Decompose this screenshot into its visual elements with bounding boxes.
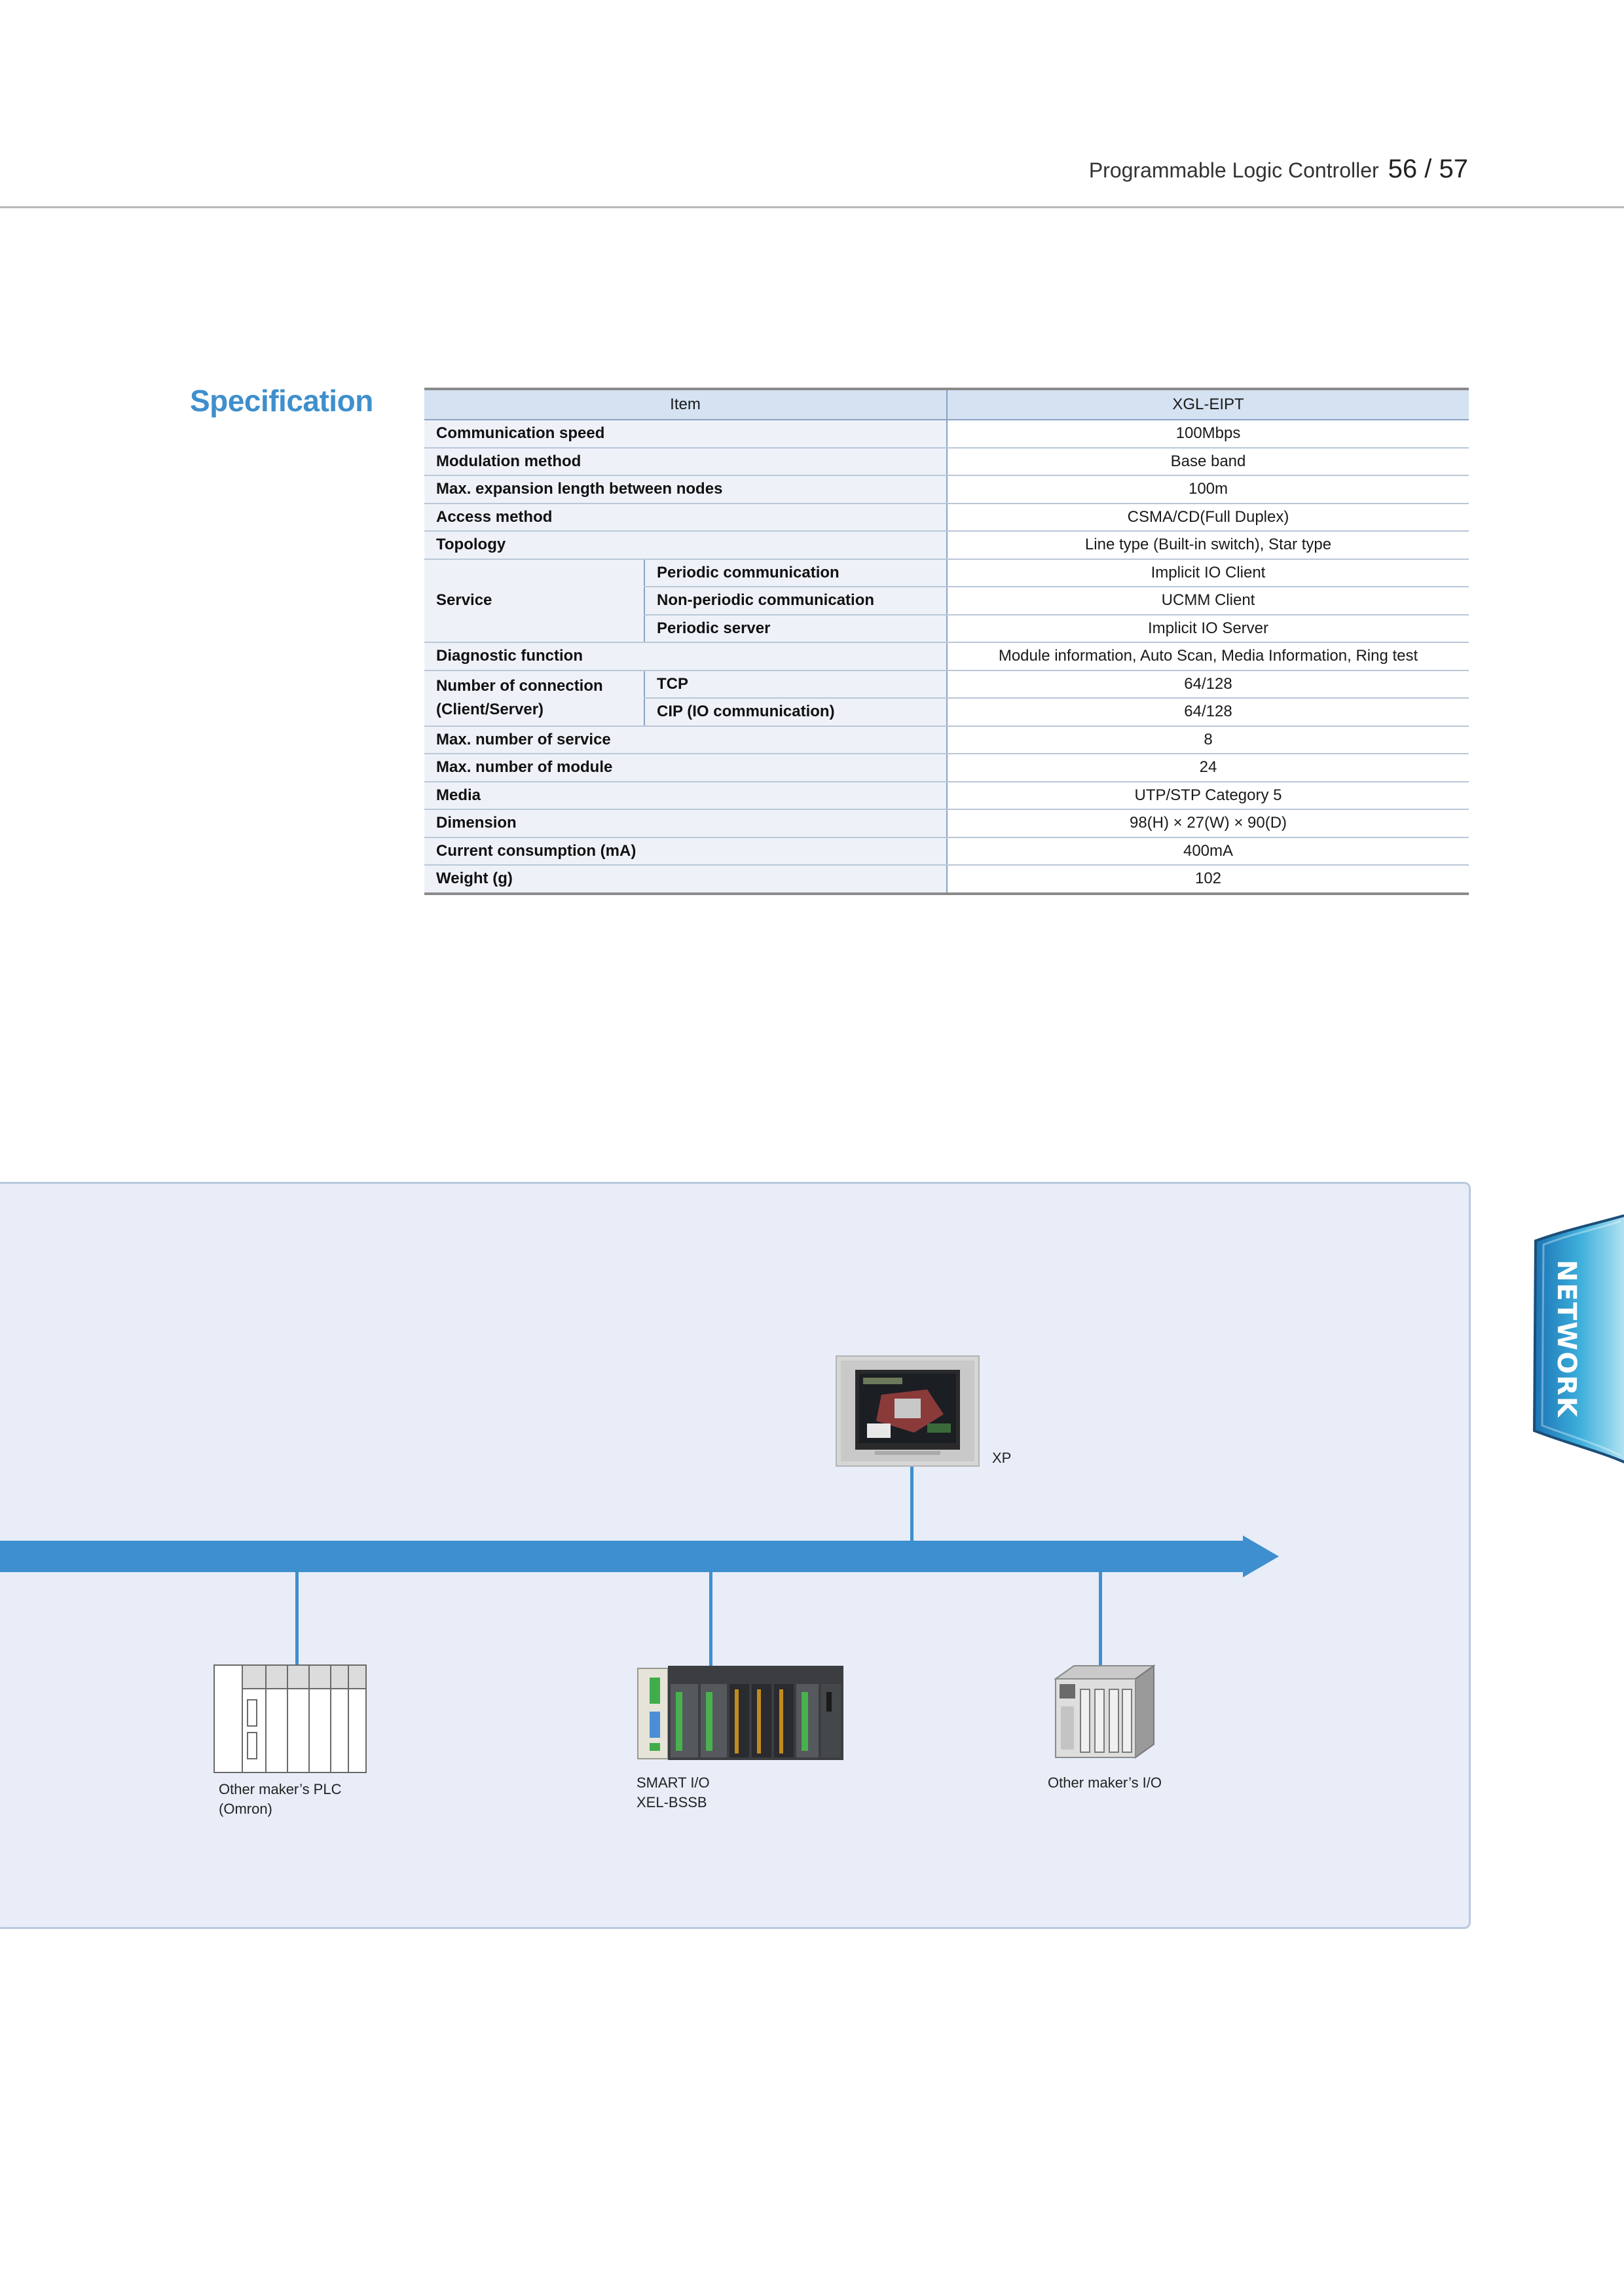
row-label: Modulation method <box>424 447 947 476</box>
smart-io-label-line2: XEL-BSSB <box>637 1794 707 1810</box>
table-row: Dimension 98(H) × 27(W) × 90(D) <box>424 809 1469 838</box>
page-header: Programmable Logic Controller 56 / 57 <box>0 0 1624 210</box>
row-sub-label: Periodic communication <box>644 559 947 587</box>
row-sub-label: Periodic server <box>644 614 947 643</box>
smart-io-drop-line <box>709 1570 712 1666</box>
plc-drop-line <box>295 1570 299 1665</box>
row-value: 100m <box>946 475 1469 504</box>
table-row: Weight (g) 102 <box>424 865 1469 894</box>
section-title: Specification <box>190 384 373 418</box>
other-io-label: Other maker’s I/O <box>1048 1774 1162 1791</box>
page-number: 56 / 57 <box>1388 155 1468 183</box>
row-label: Weight (g) <box>424 865 947 894</box>
row-group-label: Service <box>424 559 644 643</box>
row-label: Max. number of module <box>424 754 947 782</box>
xp-drop-line <box>910 1467 913 1542</box>
row-group-label: Number of connection (Client/Server) <box>424 670 644 727</box>
plc-label-line2: (Omron) <box>219 1801 272 1817</box>
table-row: Max. expansion length between nodes 100m <box>424 475 1469 504</box>
row-sub-label: TCP <box>644 670 947 699</box>
spec-table: Item XGL-EIPT Communication speed 100Mbp… <box>424 388 1469 895</box>
row-value: 64/128 <box>946 670 1469 699</box>
header-item: Item <box>424 389 947 420</box>
table-row: Access method CSMA/CD(Full Duplex) <box>424 503 1469 532</box>
row-label: Access method <box>424 503 947 532</box>
bus-arrow-head-icon <box>1243 1535 1279 1577</box>
other-io-device-icon <box>1054 1664 1155 1759</box>
plc-label: Other maker’s PLC (Omron) <box>219 1780 341 1819</box>
row-label: Current consumption (mA) <box>424 837 947 866</box>
row-group-label-line2: (Client/Server) <box>436 701 544 718</box>
row-value: 8 <box>946 725 1469 754</box>
row-sub-label: Non-periodic communication <box>644 587 947 615</box>
table-row: Diagnostic function Module information, … <box>424 642 1469 671</box>
row-label: Topology <box>424 531 947 560</box>
row-value: Implicit IO Server <box>946 614 1469 643</box>
table-row: Topology Line type (Built-in switch), St… <box>424 531 1469 560</box>
table-row: Number of connection (Client/Server) TCP… <box>424 670 1469 727</box>
table-row: Media UTP/STP Category 5 <box>424 781 1469 810</box>
row-value: Module information, Auto Scan, Media Inf… <box>946 642 1469 671</box>
row-value: 400mA <box>946 837 1469 866</box>
table-row: Max. number of module 24 <box>424 754 1469 782</box>
row-value: Implicit IO Client <box>946 559 1469 587</box>
network-section-tab[interactable]: NETWORK <box>1529 1214 1624 1464</box>
tab-label: NETWORK <box>1551 1259 1581 1418</box>
row-value: UCMM Client <box>946 587 1469 615</box>
header-divider <box>0 206 1624 208</box>
table-row: Periodic server Implicit IO Server <box>424 614 1469 643</box>
table-header-row: Item XGL-EIPT <box>424 389 1469 420</box>
table-row: CIP (IO communication) 64/128 <box>424 698 1469 727</box>
row-value: 102 <box>946 865 1469 894</box>
tab-shape-icon <box>1532 1214 1624 1464</box>
table-row: Communication speed 100Mbps <box>424 420 1469 449</box>
other-io-drop-line <box>1099 1570 1102 1670</box>
header-title-block: Programmable Logic Controller 56 / 57 <box>1089 155 1468 184</box>
table-row: Max. number of service 8 <box>424 725 1469 754</box>
table-row: Current consumption (mA) 400mA <box>424 837 1469 866</box>
table-row: Non-periodic communication UCMM Client <box>424 587 1469 615</box>
row-value: Line type (Built-in switch), Star type <box>946 531 1469 560</box>
row-label: Max. expansion length between nodes <box>424 475 947 504</box>
row-value: UTP/STP Category 5 <box>946 781 1469 810</box>
table-row: Service Periodic communication Implicit … <box>424 559 1469 643</box>
header-title: Programmable Logic Controller <box>1088 158 1379 182</box>
smart-io-label: SMART I/O XEL-BSSB <box>637 1773 710 1812</box>
row-value: Base band <box>946 447 1469 476</box>
row-label: Max. number of service <box>424 725 947 754</box>
row-value: 24 <box>946 754 1469 782</box>
row-label: Diagnostic function <box>424 642 947 671</box>
xp-panel-device-icon <box>836 1355 980 1467</box>
table-row: Modulation method Base band <box>424 447 1469 476</box>
smart-io-device-icon <box>637 1666 843 1760</box>
smart-io-label-line1: SMART I/O <box>637 1774 710 1791</box>
row-value: 98(H) × 27(W) × 90(D) <box>946 809 1469 838</box>
plc-label-line1: Other maker’s PLC <box>219 1781 342 1797</box>
xp-label: XP <box>992 1450 1012 1466</box>
omron-plc-device-icon <box>213 1664 367 1773</box>
row-label: Dimension <box>424 809 947 838</box>
row-sub-label: CIP (IO communication) <box>644 698 947 727</box>
row-label: Media <box>424 781 947 810</box>
row-label: Communication speed <box>424 420 947 449</box>
row-group-label-line1: Number of connection <box>436 677 603 695</box>
tab-label-wrap: NETWORK <box>1547 1244 1586 1434</box>
row-value: CSMA/CD(Full Duplex) <box>946 503 1469 532</box>
row-value: 100Mbps <box>946 420 1469 449</box>
ethernet-bus-line <box>0 1541 1244 1572</box>
row-value: 64/128 <box>946 698 1469 727</box>
header-model: XGL-EIPT <box>946 389 1469 420</box>
